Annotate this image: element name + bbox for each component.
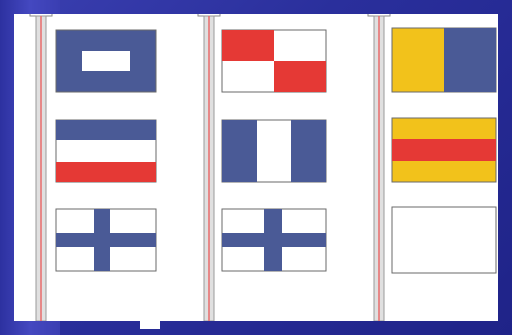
flagpole-left xyxy=(30,14,52,321)
flag-middle-2 xyxy=(222,120,326,182)
flag-signals-illustration xyxy=(14,14,498,321)
flag-right-1 xyxy=(392,28,496,92)
flag-left-2 xyxy=(56,120,156,182)
flagpole-middle xyxy=(198,14,220,321)
flag-left-1 xyxy=(56,30,156,92)
flag-left-3 xyxy=(56,209,156,271)
flag-right-3 xyxy=(392,207,496,273)
flag-middle-3 xyxy=(222,209,326,271)
flag-right-2 xyxy=(392,118,496,182)
flag-middle-1 xyxy=(222,30,326,92)
flagpole-right xyxy=(368,14,390,321)
